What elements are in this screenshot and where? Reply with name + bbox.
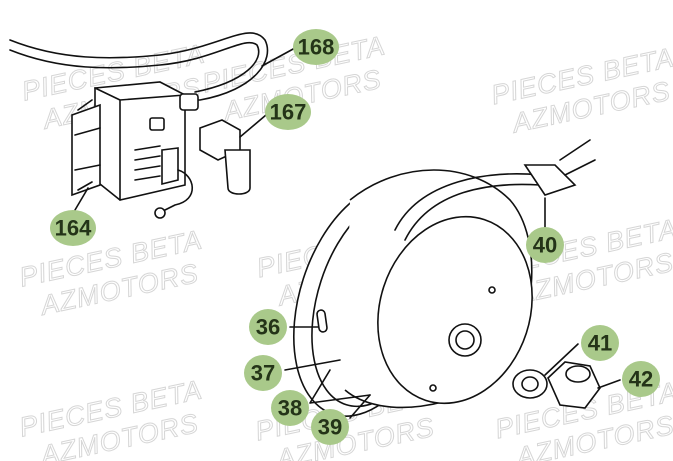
part-number: 39 <box>318 415 342 440</box>
part-number: 41 <box>588 331 612 356</box>
part-label-37[interactable]: 37 <box>244 355 282 391</box>
part-number: 168 <box>298 35 335 60</box>
part-label-36[interactable]: 36 <box>249 309 287 345</box>
ignition-coil-drawing <box>9 32 269 219</box>
part-number: 42 <box>629 367 653 392</box>
part-label-38[interactable]: 38 <box>271 390 309 426</box>
part-number: 40 <box>533 233 557 258</box>
part-number: 36 <box>256 315 280 340</box>
part-label-41[interactable]: 41 <box>581 325 619 361</box>
part-label-39[interactable]: 39 <box>311 409 349 445</box>
washer-nut-drawing <box>512 361 601 409</box>
spark-plug-cap-drawing <box>199 119 251 195</box>
flywheel-drawing <box>292 139 596 417</box>
part-number: 38 <box>278 396 302 421</box>
part-label-42[interactable]: 42 <box>622 361 660 397</box>
part-label-40[interactable]: 40 <box>526 227 564 263</box>
leader-lines <box>74 47 621 419</box>
part-number: 167 <box>270 100 307 125</box>
part-label-167[interactable]: 167 <box>265 94 311 130</box>
part-label-164[interactable]: 164 <box>50 210 96 246</box>
part-number: 164 <box>55 216 92 241</box>
part-label-168[interactable]: 168 <box>293 29 339 65</box>
part-number: 37 <box>251 361 275 386</box>
